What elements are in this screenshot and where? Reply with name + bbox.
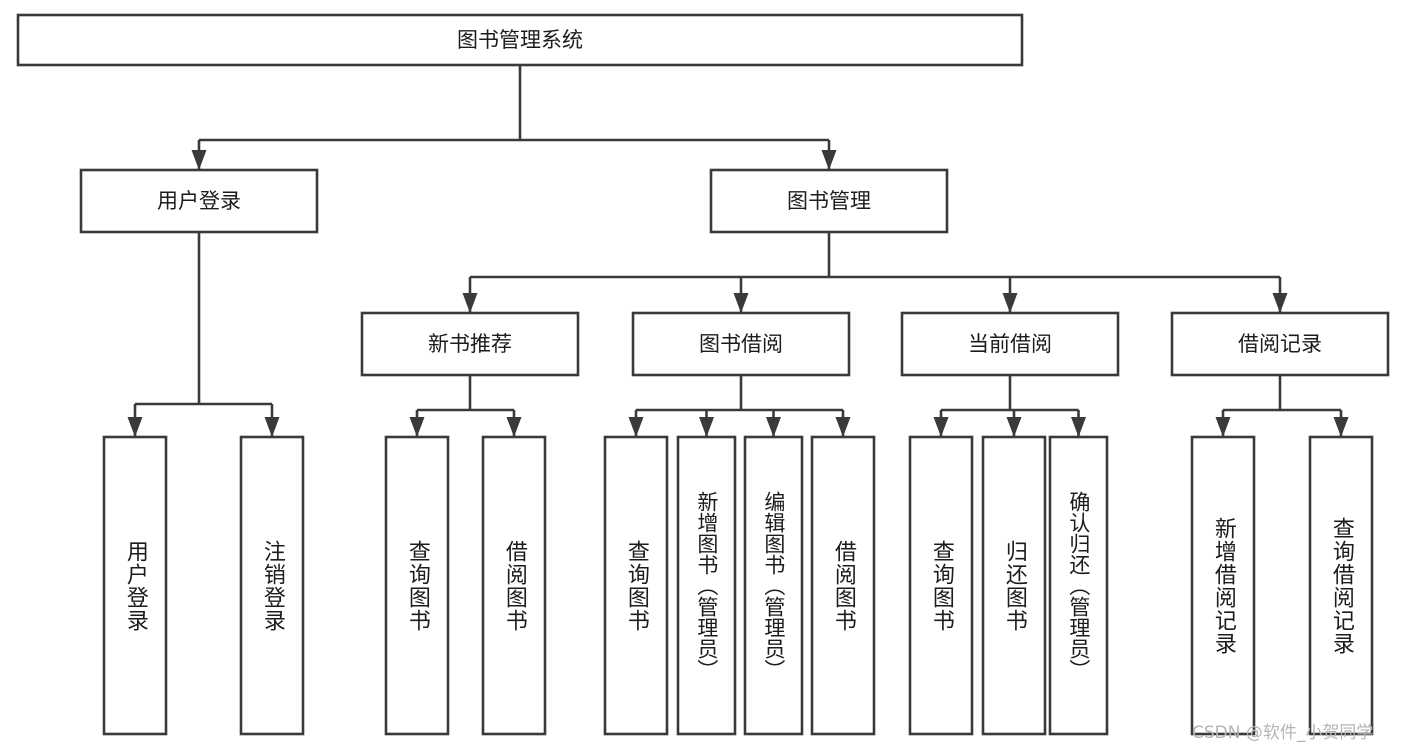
connector-layer	[127, 65, 1349, 437]
arrow-head-icon	[462, 293, 478, 313]
arrow-head-icon	[1333, 417, 1349, 437]
node-box-leaf_new_query	[384, 435, 450, 736]
csdn-watermark: CSDN @软件_小贺同学	[1192, 723, 1374, 743]
node-box-leaf_cur_query	[908, 435, 974, 736]
node-label-leaf_bw_query: 查询图书	[623, 539, 649, 632]
node-label-leaf_bw_edit: 编辑图书（管理员）	[761, 491, 786, 680]
node-label-root: 图书管理系统	[457, 28, 583, 52]
node-box-l3_current	[900, 311, 1120, 377]
node-label-l2_book: 图书管理	[787, 189, 871, 213]
node-box-leaf_bw_add	[676, 435, 737, 736]
node-label-l3_current: 当前借阅	[968, 332, 1052, 356]
node-box-layer	[16, 13, 1390, 736]
arrow-head-icon	[409, 417, 425, 437]
node-box-leaf_new_borrow	[481, 435, 547, 736]
arrow-head-icon	[699, 417, 714, 437]
node-label-leaf_user_logout: 注销登录	[259, 539, 285, 632]
arrow-head-icon	[835, 417, 851, 437]
node-label-leaf_user_login: 用户登录	[122, 539, 148, 632]
node-box-leaf_bw_borrow	[810, 435, 876, 736]
node-box-leaf_user_login	[102, 435, 168, 736]
node-label-l3_newbook: 新书推荐	[428, 332, 512, 356]
node-box-leaf_bw_edit	[743, 435, 804, 736]
arrow-head-icon	[733, 293, 749, 313]
arrow-head-icon	[506, 417, 522, 437]
node-box-l2_user	[79, 168, 319, 234]
arrow-head-icon	[1006, 417, 1022, 437]
arrow-head-icon	[821, 150, 837, 170]
node-box-leaf_rec_add	[1190, 435, 1256, 736]
arrow-head-icon	[127, 417, 143, 437]
node-box-root	[16, 13, 1024, 67]
node-label-l3_borrow: 图书借阅	[699, 332, 783, 356]
arrow-head-icon	[766, 417, 781, 437]
node-box-leaf_cur_return	[981, 435, 1047, 736]
node-box-leaf_rec_query	[1308, 435, 1374, 736]
node-label-leaf_bw_add: 新增图书（管理员）	[694, 491, 719, 680]
node-label-leaf_cur_return: 归还图书	[1001, 539, 1027, 632]
node-box-leaf_user_logout	[239, 435, 305, 736]
arrow-head-icon	[191, 150, 207, 170]
node-label-l2_user: 用户登录	[157, 189, 241, 213]
node-box-leaf_cur_confirm	[1048, 435, 1109, 736]
arrow-head-icon	[264, 417, 280, 437]
node-label-leaf_cur_query: 查询图书	[928, 539, 954, 632]
node-box-l3_newbook	[360, 311, 580, 377]
node-label-leaf_cur_confirm: 确认归还（管理员）	[1066, 491, 1091, 680]
arrow-head-icon	[1215, 417, 1231, 437]
node-label-l3_record: 借阅记录	[1238, 332, 1322, 356]
node-box-l3_record	[1170, 311, 1390, 377]
arrow-head-icon	[1272, 293, 1288, 313]
node-box-leaf_bw_query	[603, 435, 669, 736]
node-label-leaf_new_borrow: 借阅图书	[501, 539, 527, 632]
node-box-l3_borrow	[631, 311, 851, 377]
arrow-head-icon	[1002, 293, 1018, 313]
node-label-leaf_rec_query: 查询借阅记录	[1328, 516, 1354, 655]
node-box-l2_book	[709, 168, 949, 234]
arrow-head-icon	[933, 417, 949, 437]
node-label-leaf_bw_borrow: 借阅图书	[830, 539, 856, 632]
node-label-leaf_new_query: 查询图书	[404, 539, 430, 632]
arrow-head-icon	[628, 417, 644, 437]
node-label-leaf_rec_add: 新增借阅记录	[1210, 516, 1236, 655]
arrow-head-icon	[1071, 417, 1086, 437]
